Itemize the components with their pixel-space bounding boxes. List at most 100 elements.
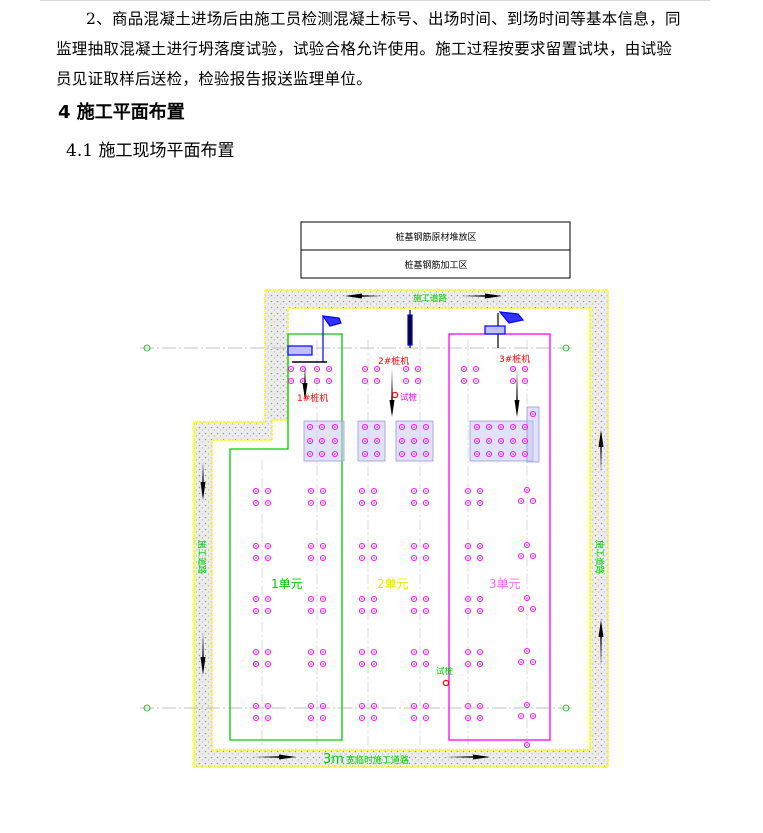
road-label-bottom-width: 3m [323, 752, 344, 767]
pile-marker [472, 377, 480, 385]
road-label-top: 施工道路 [413, 293, 448, 304]
pile-marker [264, 595, 272, 603]
pile-marker [373, 423, 381, 431]
pile-marker [370, 714, 378, 722]
pile-marker [464, 554, 472, 562]
pile-marker [358, 714, 366, 722]
pile-marker [252, 607, 260, 615]
unit-label-2: 2单元 [377, 577, 409, 591]
pile-marker [319, 607, 327, 615]
pile-marker [319, 554, 327, 562]
pile-marker [264, 607, 272, 615]
pile-marker [358, 648, 366, 656]
pile-marker [473, 423, 481, 431]
pile-marker [523, 594, 531, 602]
pile-marker [529, 552, 537, 560]
pile-rig-2-icon [407, 310, 413, 348]
pile-marker [252, 542, 260, 550]
pile-marker [476, 499, 484, 507]
pile-cap [526, 406, 540, 463]
pile-marker [529, 497, 537, 505]
pile-marker [476, 487, 484, 495]
road-label-left: 施工道路 [196, 540, 207, 575]
pile-marker [521, 450, 529, 458]
pile-marker [464, 595, 472, 603]
pile-marker [410, 542, 418, 550]
pile-marker [422, 648, 430, 656]
pile-marker [307, 499, 315, 507]
pile-marker [402, 377, 410, 385]
rig-label-2: 2#桩机 [378, 355, 409, 367]
pile-marker [358, 542, 366, 550]
pile-marker [517, 658, 525, 666]
pile-marker [358, 487, 366, 495]
test-pile-marker [442, 679, 450, 687]
pile-marker [422, 437, 430, 445]
pile-marker [264, 702, 272, 710]
pile-marker [460, 365, 468, 373]
pile-marker [529, 712, 537, 720]
paragraph-line: 2、商品混凝土进场后由施工员检测混凝土标号、出场时间、到场时间等基本信息，同 [86, 10, 681, 28]
pile-marker [476, 648, 484, 656]
pile-marker [370, 607, 378, 615]
pile-marker [422, 499, 430, 507]
pile-marker [464, 648, 472, 656]
pile-marker [517, 605, 525, 613]
pile-marker [373, 377, 381, 385]
road-direction-arrows [200, 293, 604, 760]
pile-marker [358, 595, 366, 603]
pile-marker [464, 660, 472, 668]
pile-marker [523, 647, 531, 655]
pile-marker [331, 423, 339, 431]
page-top-rule [40, 0, 710, 1]
pile-rig-1-icon [287, 315, 342, 363]
pile-marker [410, 499, 418, 507]
pile-marker [370, 542, 378, 550]
pile-marker [264, 714, 272, 722]
pile-marker [509, 450, 517, 458]
pile-marker [497, 437, 505, 445]
pile-marker [398, 450, 406, 458]
pile-marker [464, 607, 472, 615]
pile-marker [307, 542, 315, 550]
pile-marker [252, 714, 260, 722]
pile-rig-3-icon [484, 311, 525, 348]
pile-marker [287, 377, 295, 385]
pile-marker [476, 554, 484, 562]
pile-marker [319, 660, 327, 668]
pile-marker [521, 365, 529, 373]
pile-marker [361, 365, 369, 373]
pile-marker [361, 437, 369, 445]
pile-marker [252, 702, 260, 710]
pile-marker [370, 487, 378, 495]
pile-marker [523, 541, 531, 549]
pile-marker [509, 423, 517, 431]
pile-marker [410, 648, 418, 656]
pile-marker [252, 487, 260, 495]
pile-marker [264, 660, 272, 668]
road-label-bottom: 宽临时施工道路 [346, 754, 409, 766]
pile-marker [529, 410, 537, 418]
pile-marker [410, 554, 418, 562]
pile-marker [264, 554, 272, 562]
pile-marker [485, 450, 493, 458]
pile-marker [370, 648, 378, 656]
pile-marker [307, 487, 315, 495]
pile-marker [252, 648, 260, 656]
pile-marker [370, 499, 378, 507]
test-pile-label-bottom: 试桩 [436, 666, 454, 677]
pile-marker [464, 702, 472, 710]
pile-marker [414, 377, 422, 385]
pile-marker [361, 423, 369, 431]
section-heading: 4 施工平面布置 [58, 102, 185, 123]
pile-marker [361, 450, 369, 458]
pile-groups [252, 365, 537, 749]
pile-marker [422, 595, 430, 603]
pile-marker [319, 499, 327, 507]
pile-marker [472, 365, 480, 373]
pile-marker [252, 554, 260, 562]
pile-marker [313, 365, 321, 373]
pile-marker [485, 437, 493, 445]
pile-marker [476, 702, 484, 710]
